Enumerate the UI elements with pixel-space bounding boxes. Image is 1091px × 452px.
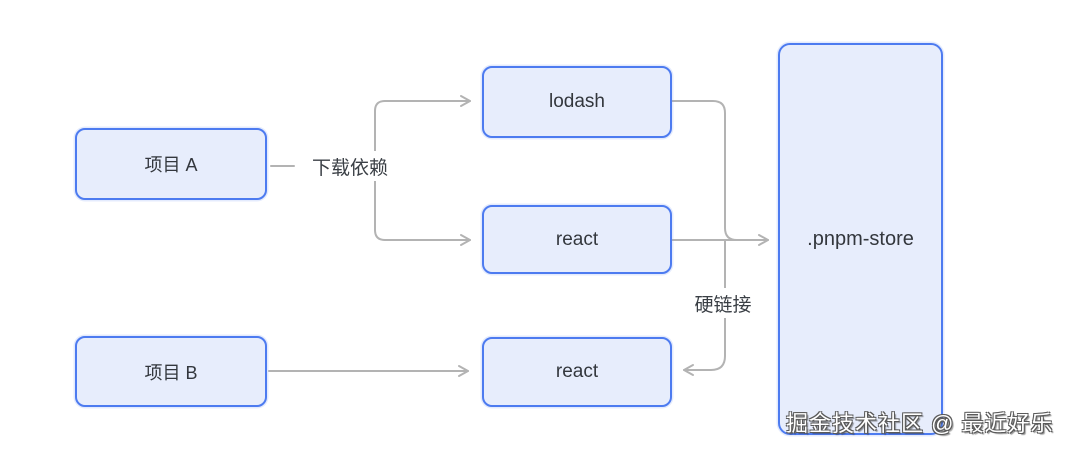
edge-label-to-lodash bbox=[374, 95, 471, 231]
node-lodash: lodash bbox=[482, 66, 672, 138]
node-react-top-label: react bbox=[555, 228, 599, 250]
edge-label-download-dependency: 下载依赖 bbox=[295, 151, 405, 181]
edge-label-hard-link: 硬链接 bbox=[681, 288, 765, 318]
edge-lodash-to-store bbox=[671, 100, 738, 241]
watermark-text: 掘金技术社区 @ 最近好乐 bbox=[786, 411, 1054, 436]
edge-label-to-react-top bbox=[374, 185, 471, 246]
node-react-bottom-label: react bbox=[555, 361, 599, 382]
node-project-a-label: 项目 A bbox=[144, 155, 198, 175]
node-project-b-label: 项目 B bbox=[144, 362, 198, 383]
node-react-bottom: react bbox=[482, 337, 672, 407]
node-project-b: 项目 B bbox=[75, 336, 267, 407]
edge-hardlink-to-react-bottom bbox=[683, 239, 726, 376]
node-pnpm-store: .pnpm-store bbox=[778, 43, 943, 435]
node-lodash-label: lodash bbox=[549, 91, 605, 112]
node-react-top: react bbox=[482, 205, 672, 274]
node-project-a: 项目 A bbox=[75, 128, 267, 200]
node-pnpm-store-label: .pnpm-store bbox=[807, 227, 914, 250]
